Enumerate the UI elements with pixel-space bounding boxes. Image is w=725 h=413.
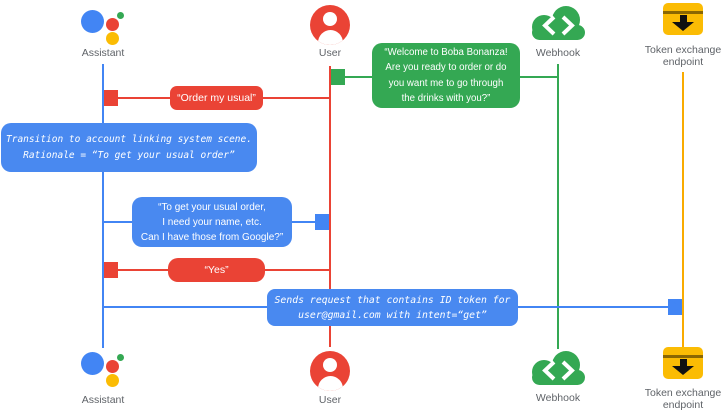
assistant-logo-red-dot [106, 360, 119, 373]
yes-arrowhead-icon [104, 262, 118, 278]
user-icon [310, 351, 350, 391]
token-download-arrowhead-icon [672, 366, 694, 375]
token-endpoint-lifeline [682, 72, 684, 348]
sends-request-arrowhead-icon [668, 299, 682, 315]
user-shoulders-shape [317, 30, 343, 45]
sends-request-note: Sends request that contains ID token for… [267, 289, 518, 326]
assistant-logo-icon [81, 8, 127, 48]
assistant-logo-red-dot [106, 18, 119, 31]
token-download-arrow-icon [679, 14, 687, 23]
order-my-usual-arrowhead-icon [104, 90, 118, 106]
assistant-logo-icon [81, 350, 127, 390]
welcome-message-bubble: “Welcome to Boba Bonanza! Are you ready … [372, 43, 520, 108]
user-head-shape [323, 357, 337, 372]
transition-note: Transition to account linking system sce… [1, 123, 257, 172]
assistant-logo-blue-dot [81, 352, 104, 375]
assistant-label-bottom: Assistant [81, 394, 125, 406]
ask-permission-bubble: “To get your usual order, I need your na… [132, 197, 292, 247]
assistant-logo-blue-dot [81, 10, 104, 33]
token-endpoint-icon [663, 347, 703, 379]
webhook-lifeline [557, 64, 559, 349]
assistant-lifeline [102, 64, 104, 348]
assistant-label-top: Assistant [81, 47, 125, 59]
ask-permission-arrowhead-icon [315, 214, 329, 230]
token-endpoint-icon [663, 3, 703, 35]
assistant-logo-yellow-dot [106, 31, 119, 45]
user-head-shape [323, 11, 337, 26]
token-download-arrow-icon [679, 358, 687, 367]
webhook-cloud-icon [527, 4, 589, 44]
token-download-arrowhead-icon [672, 22, 694, 31]
webhook-label-bottom: Webhook [535, 392, 581, 404]
webhook-cloud-icon [527, 349, 589, 389]
assistant-logo-green-dot [117, 12, 124, 19]
user-label-top: User [318, 47, 342, 59]
user-shoulders-shape [317, 376, 343, 391]
yes-bubble: “Yes” [168, 258, 265, 282]
webhook-label-top: Webhook [535, 47, 581, 59]
user-label-bottom: User [318, 394, 342, 406]
token-box-lid-line [663, 11, 703, 14]
user-icon [310, 5, 350, 45]
welcome-arrowhead-icon [331, 69, 345, 85]
token-endpoint-label-bottom: Token exchange endpoint [644, 387, 722, 411]
assistant-logo-green-dot [117, 354, 124, 361]
token-endpoint-label-top: Token exchange endpoint [644, 44, 722, 68]
user-lifeline [329, 66, 331, 347]
assistant-logo-yellow-dot [106, 373, 119, 387]
token-box-lid-line [663, 355, 703, 358]
order-my-usual-bubble: “Order my usual” [170, 86, 263, 110]
